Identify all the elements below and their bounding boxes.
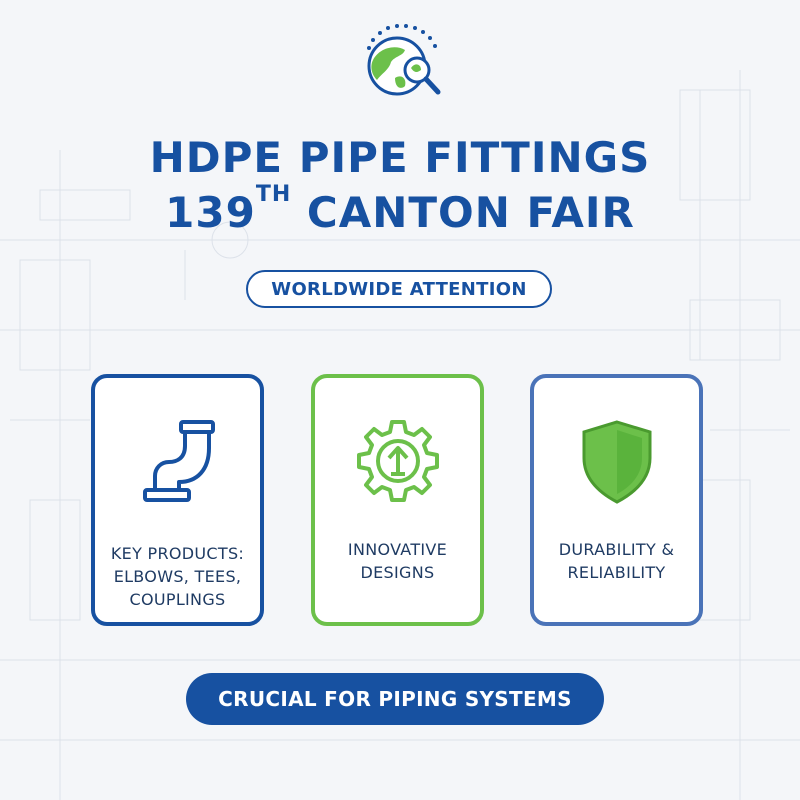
tagline-pill: WORLDWIDE ATTENTION: [246, 270, 552, 308]
shield-icon: [582, 420, 651, 504]
globe-search-logo-icon: [367, 24, 441, 96]
card-label-key-products: KEY PRODUCTS: ELBOWS, TEES, COUPLINGS: [110, 544, 245, 609]
page-title-line2: 139TH CANTON FAIR: [0, 184, 800, 238]
card-durability: DURABILITY & RELIABILITY: [530, 374, 703, 626]
card-label-innovative-designs: INNOVATIVE DESIGNS: [347, 540, 448, 582]
card-key-products: KEY PRODUCTS: ELBOWS, TEES, COUPLINGS: [91, 374, 264, 626]
event-name: CANTON FAIR: [291, 188, 635, 237]
gear-arrow-icon: [356, 420, 439, 502]
page-title-line1: HDPE PIPE FITTINGS: [149, 133, 651, 182]
card-label-durability: DURABILITY & RELIABILITY: [558, 540, 675, 582]
card-innovative-designs: INNOVATIVE DESIGNS: [311, 374, 484, 626]
edition-suffix: TH: [255, 182, 292, 207]
edition-number: 139: [165, 188, 256, 237]
pipe-elbow-icon: [142, 420, 215, 502]
bottom-banner: CRUCIAL FOR PIPING SYSTEMS: [186, 673, 604, 725]
